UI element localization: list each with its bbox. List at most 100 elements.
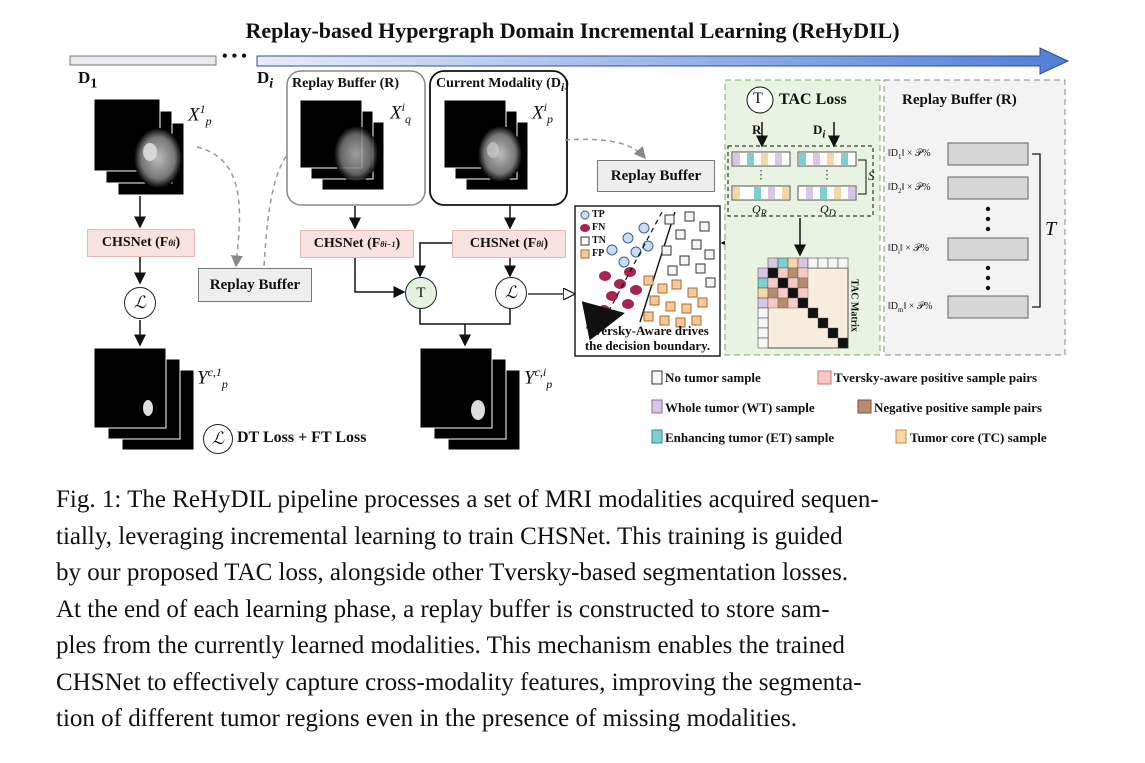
legend-fp: FP — [592, 248, 605, 259]
scatter-points — [581, 211, 676, 341]
matrix-cell — [767, 277, 779, 289]
tac-t-symbol: T — [753, 90, 763, 107]
matrix-header-cell — [787, 257, 799, 269]
replay-row-m: ‖Dm‖ × 𝒫% — [888, 301, 933, 314]
legend-et: Enhancing tumor (ET) sample — [665, 430, 835, 445]
loss-legend-text: DT Loss + FT Loss — [237, 429, 367, 446]
matrix-header-cell — [837, 257, 849, 269]
matrix-header-cell — [807, 257, 819, 269]
matrix-cell — [797, 287, 809, 299]
matrix-side-cell — [757, 337, 769, 349]
replay-row-1: ‖D1‖ × 𝒫% — [888, 148, 931, 161]
matrix-cell — [777, 297, 789, 309]
matrix-side-cell — [757, 317, 769, 329]
tac-loss-title: TAC Loss — [779, 91, 847, 108]
legend-neg-pairs: Negative positive sample pairs — [874, 400, 1042, 415]
legend-tc: Tumor core (TC) sample — [910, 430, 1047, 445]
replay-buffer-right: Replay Buffer — [597, 160, 715, 192]
timeline-arrow — [256, 47, 1070, 75]
matrix-cell — [767, 267, 779, 279]
matrix-cell — [797, 297, 809, 309]
matrix-cell — [777, 277, 789, 289]
xq-label: Xiq — [390, 100, 411, 127]
matrix-cell — [797, 277, 809, 289]
y1-label: Yc,1p — [197, 365, 228, 392]
matrix-cell — [797, 267, 809, 279]
scatter-squares — [661, 211, 716, 288]
matrix-header-cell — [797, 257, 809, 269]
loss-circle-middle: ℒ — [495, 277, 527, 309]
image-stack-xp — [443, 99, 529, 191]
t-circle-middle: T — [405, 277, 437, 309]
matrix-cell — [767, 287, 779, 299]
timeline-dots: • • • — [222, 48, 247, 65]
matrix-header-cell — [817, 257, 829, 269]
x1-label: X1p — [188, 102, 212, 129]
xp-label: Xip — [532, 100, 553, 127]
matrix-side-cell — [757, 267, 769, 279]
yi-label: Yc,ip — [524, 365, 553, 392]
matrix-header-cell — [777, 257, 789, 269]
tac-r-label: R — [752, 122, 762, 137]
matrix-side-cell — [757, 287, 769, 299]
qd-vectors — [797, 151, 857, 201]
output-stack-yi — [419, 347, 521, 451]
timeline-bar-start — [69, 55, 217, 66]
legend-tversky-pairs: Tversky-aware positive sample pairs — [834, 370, 1038, 385]
tac-d-label: Di — [813, 122, 826, 141]
replay-row-i: ‖Di‖ × 𝒫% — [888, 243, 929, 256]
replay-buffer-left: Replay Buffer — [198, 268, 312, 302]
caption-line: tion of different tumor regions even in … — [56, 705, 798, 732]
image-stack-xq — [299, 99, 385, 191]
matrix-cell — [817, 317, 829, 329]
figure-caption: Fig. 1: The ReHyDIL pipeline processes a… — [56, 482, 1096, 738]
matrix-cell — [787, 297, 799, 309]
matrix-cell — [787, 287, 799, 299]
replay-panel-title: Replay Buffer (R) — [902, 92, 1017, 108]
caption-line: by our proposed TAC loss, alongside othe… — [56, 559, 849, 586]
loss-legend-symbol: ℒ — [203, 424, 233, 454]
matrix-header-cell — [827, 257, 839, 269]
matrix-side-cell — [757, 297, 769, 309]
matrix-side-cell — [757, 327, 769, 339]
matrix-side-cell — [757, 277, 769, 289]
replay-row-2: ‖D2‖ × 𝒫% — [888, 182, 931, 195]
loss-circle-left: ℒ — [124, 287, 156, 319]
scatter-fp-squares — [643, 275, 708, 328]
image-stack-x1 — [93, 98, 185, 196]
diagram-title: Replay-based Hypergraph Domain Increment… — [245, 18, 900, 43]
caption-line: Fig. 1: The ReHyDIL pipeline processes a… — [56, 486, 879, 513]
qd-label: QD — [820, 202, 836, 220]
replay-t-label: T — [1045, 218, 1057, 240]
legend-tn: TN — [592, 235, 606, 246]
caption-line: tially, leveraging incremental learning … — [56, 522, 843, 550]
pipeline-diagram — [69, 47, 1070, 451]
matrix-cell — [767, 297, 779, 309]
caption-line: At the end of each learning phase, a rep… — [56, 595, 830, 623]
matrix-cell — [837, 337, 849, 349]
legend-fn: FN — [592, 222, 606, 233]
legend-tp: TP — [592, 209, 605, 220]
matrix-cell — [777, 287, 789, 299]
qr-label: QR — [752, 202, 767, 220]
matrix-cell — [777, 267, 789, 279]
matrix-cell — [827, 327, 839, 339]
legend-no-tumor: No tumor sample — [665, 370, 761, 385]
timeline-label-d1: D1 — [78, 68, 98, 92]
output-stack-y1 — [93, 347, 195, 451]
caption-line: ples from the currently learned modaliti… — [56, 632, 845, 659]
qr-vectors — [731, 151, 791, 201]
caption-line: CHSNet to effectively capture cross-moda… — [56, 668, 862, 696]
matrix-cell — [807, 307, 819, 319]
matrix-side-cell — [757, 307, 769, 319]
matrix-cell — [787, 277, 799, 289]
tac-matrix — [757, 257, 849, 349]
replay-buffer-title: Replay Buffer (R) — [292, 76, 400, 91]
matrix-header-cell — [767, 257, 779, 269]
current-modality-title: Current Modality (Di) — [436, 76, 569, 94]
tac-s-label: S — [868, 168, 875, 183]
